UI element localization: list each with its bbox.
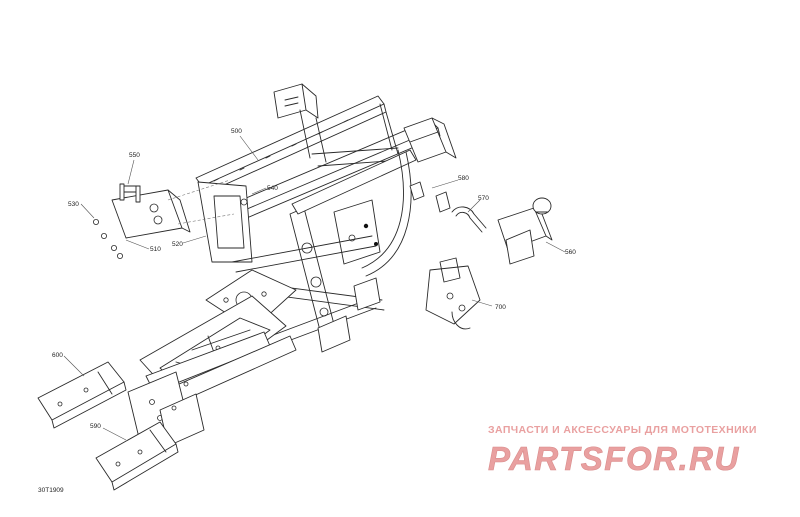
tow-bracket	[425, 257, 481, 330]
left-mount-bracket	[93, 179, 235, 259]
callout-580: 580	[458, 175, 469, 182]
hitch-ball-receiver	[497, 197, 553, 265]
watermark-caption: ЗАПЧАСТИ И АКСЕССУАРЫ ДЛЯ МОТОТЕХНИКИ	[488, 424, 757, 436]
callout-700: 700	[495, 304, 506, 311]
diagram-code: 30T1909	[38, 487, 64, 494]
watermark-logo-text: PARTSFOR.RU	[488, 440, 740, 476]
callout-labels: 500 550 530 510 520 540 580 570 560 700 …	[52, 128, 576, 430]
leader-lines	[63, 135, 566, 441]
callout-550: 550	[129, 152, 140, 159]
callout-510: 510	[150, 246, 161, 253]
callout-600: 600	[52, 352, 63, 359]
callout-540: 540	[267, 185, 278, 192]
rear-frame-assembly	[127, 83, 457, 447]
front-skid-600	[37, 361, 127, 429]
front-skid-590	[95, 421, 179, 491]
hitch-pin	[409, 181, 487, 233]
callout-560: 560	[565, 249, 576, 256]
callout-590: 590	[90, 423, 101, 430]
watermark-logo: PARTSFOR.RU	[488, 440, 740, 476]
callout-500: 500	[231, 128, 242, 135]
callout-520: 520	[172, 241, 183, 248]
callout-570: 570	[478, 195, 489, 202]
callout-530: 530	[68, 201, 79, 208]
